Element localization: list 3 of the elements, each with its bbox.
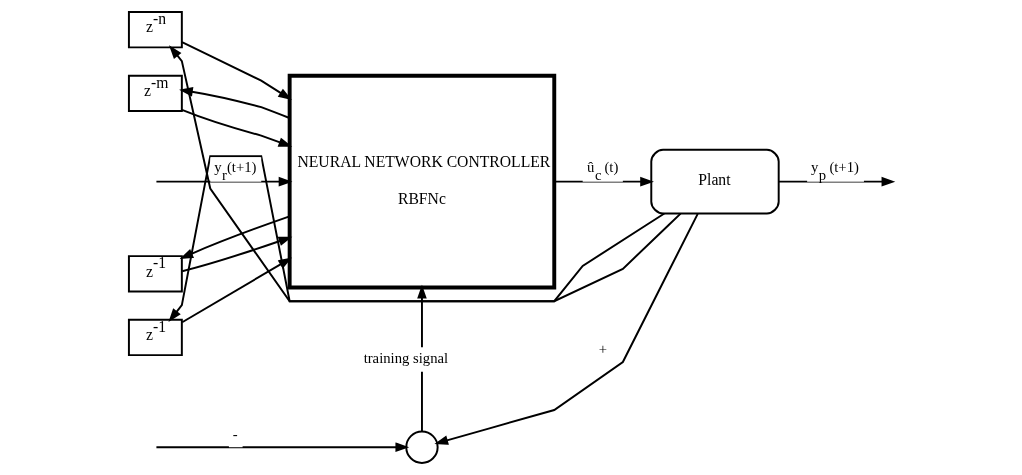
edge-label: training signal xyxy=(363,350,449,367)
edge-label: + xyxy=(598,340,608,357)
edge-label: - xyxy=(232,425,238,442)
